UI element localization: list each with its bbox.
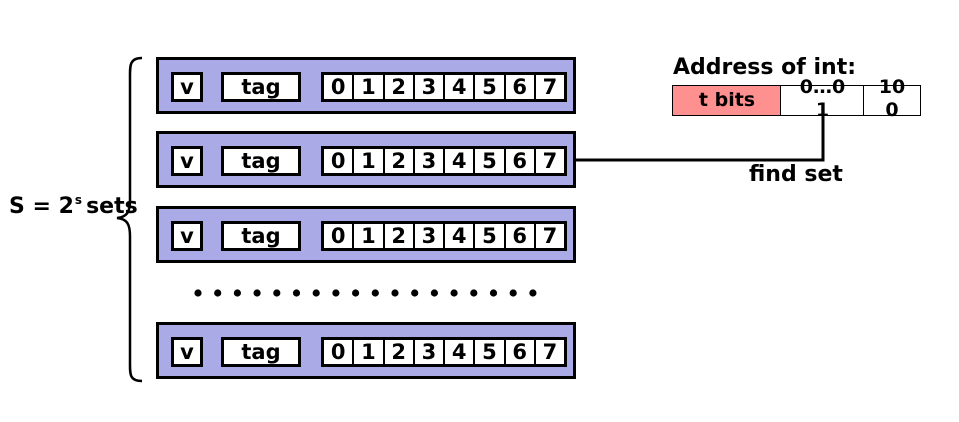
byte-cell: 0	[330, 340, 346, 364]
ellipsis-dot	[371, 289, 379, 297]
ellipsis-dot	[292, 289, 301, 297]
byte-cell: 7	[533, 340, 564, 364]
ellipsis-dot	[253, 289, 261, 297]
byte-cell: 1	[352, 75, 382, 99]
byte-cell: 2	[382, 340, 413, 364]
byte-cell: 6	[503, 224, 534, 248]
byte-cell: 2	[382, 224, 413, 248]
tag-bits-label: t bits	[698, 89, 756, 111]
byte-cell: 4	[443, 340, 473, 364]
byte-cell: 6	[503, 75, 534, 99]
byte-cell: 2	[382, 149, 413, 173]
byte-cell: 6	[503, 149, 534, 173]
byte-cell: 5	[473, 75, 503, 99]
ellipsis-dot	[273, 289, 281, 297]
byte-cell: 5	[473, 149, 503, 173]
byte-cell: 4	[443, 75, 473, 99]
byte-cell: 7	[533, 149, 564, 173]
ellipsis-dot	[391, 289, 399, 297]
byte-cell: 0	[330, 75, 346, 99]
sets-count-base: S = 2	[9, 194, 74, 219]
byte-cell: 1	[352, 149, 382, 173]
byte-cell: 4	[443, 149, 473, 173]
byte-cell: 1	[352, 340, 382, 364]
block-offset-field: 10 0	[863, 78, 921, 120]
ellipsis-dot	[411, 289, 419, 297]
byte-cell: 7	[533, 224, 564, 248]
byte-cell: 3	[412, 340, 443, 364]
brace	[116, 56, 143, 383]
byte-cell: 5	[473, 340, 503, 364]
byte-cell: 3	[412, 75, 443, 99]
byte-cell: 0	[330, 149, 346, 173]
byte-cell: 3	[412, 224, 443, 248]
ellipsis-dot	[312, 289, 320, 297]
byte-cell: 1	[352, 224, 382, 248]
byte-cell: 3	[412, 149, 443, 173]
ellipsis-dot	[332, 289, 340, 297]
set-index-field: 0…0 1	[780, 78, 864, 120]
ellipsis-dot	[450, 289, 458, 297]
sets-count-suffix: sets	[86, 194, 138, 219]
ellipsis-dot	[489, 289, 498, 297]
tag-field: tag	[221, 337, 301, 367]
block-offset-line1: 10	[878, 76, 906, 98]
valid-bit: v	[171, 72, 203, 102]
valid-bit: v	[171, 221, 203, 251]
byte-cell: 6	[503, 340, 534, 364]
valid-bit: v	[171, 337, 203, 367]
ellipsis-dot	[194, 289, 202, 297]
byte-cell: 4	[443, 224, 473, 248]
find-set-connector	[576, 109, 825, 162]
find-set-label: find set	[749, 162, 843, 187]
ellipsis-dot	[352, 289, 360, 297]
tag-field: tag	[221, 72, 301, 102]
ellipsis-dots	[194, 289, 537, 297]
ellipsis-dot	[214, 289, 222, 297]
byte-cell: 5	[473, 224, 503, 248]
address-title: Address of int:	[673, 55, 857, 80]
byte-cell: 2	[382, 75, 413, 99]
ellipsis-dot	[509, 289, 517, 297]
byte-cell: 7	[533, 75, 564, 99]
set-index-line2: 1	[815, 99, 830, 121]
ellipsis-dot	[529, 289, 537, 297]
tag-bits-field: t bits	[672, 85, 781, 116]
ellipsis-dot	[233, 289, 241, 297]
tag-field: tag	[221, 146, 301, 176]
block-offset-line2: 0	[885, 99, 899, 121]
ellipsis-dot	[470, 289, 478, 297]
valid-bit: v	[171, 146, 203, 176]
ellipsis-dot	[430, 289, 438, 297]
tag-field: tag	[221, 221, 301, 251]
set-index-line1: 0…0	[799, 76, 846, 98]
sets-count-exponent: s	[74, 193, 83, 207]
byte-cell: 0	[330, 224, 346, 248]
